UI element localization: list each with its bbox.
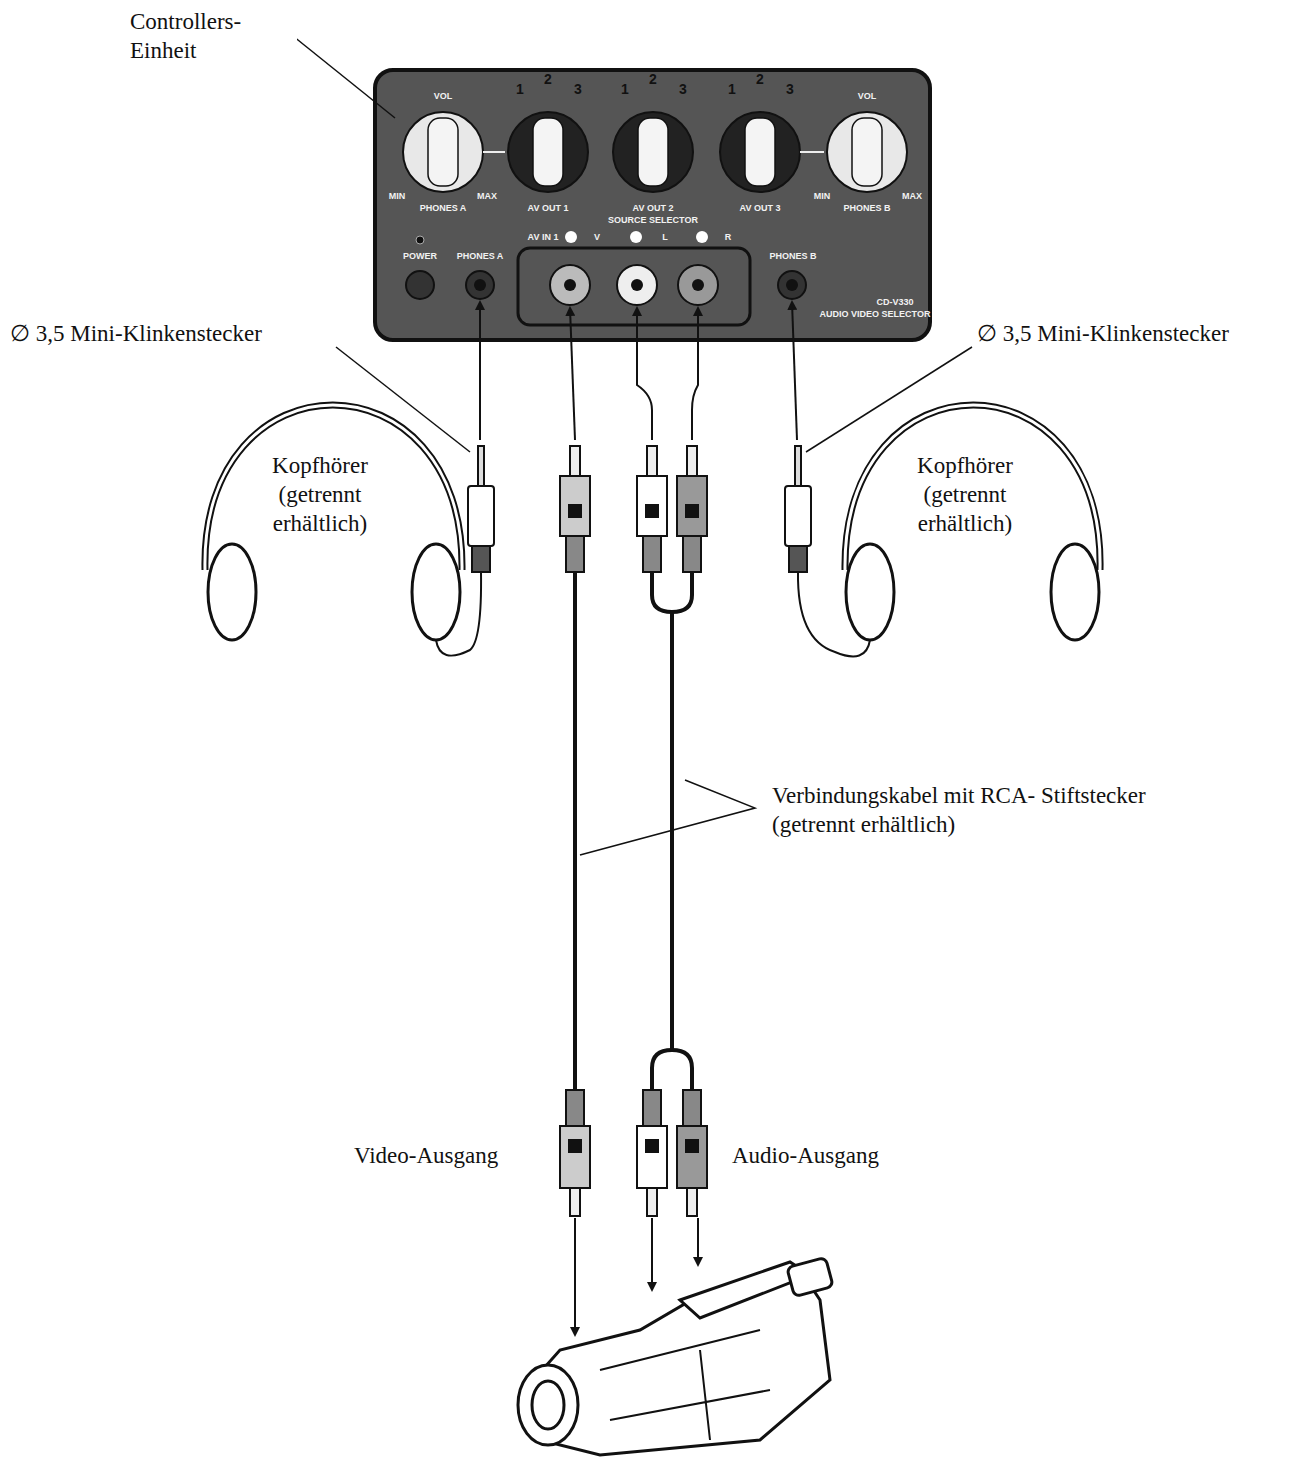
panel-label: MAX xyxy=(902,192,922,201)
panel-label: AV OUT 1 xyxy=(528,204,569,213)
panel-label: 1 xyxy=(728,82,736,96)
panel-label: AUDIO VIDEO SELECTOR xyxy=(820,310,931,319)
panel-label: PHONES A xyxy=(420,204,467,213)
headphones xyxy=(205,405,1100,656)
panel-label: MIN xyxy=(814,192,831,201)
panel-label: AV OUT 3 xyxy=(740,204,781,213)
panel-label: PHONES B xyxy=(843,204,890,213)
panel-label: VOL xyxy=(858,92,877,101)
part-label: ∅ 3,5 Mini-Klinkenstecker xyxy=(975,320,1231,349)
leader-lines xyxy=(288,32,972,855)
part-label: Kopfhörer (getrennt erhältlich) xyxy=(893,452,1037,538)
panel-label: 3 xyxy=(574,82,582,96)
panel-label: AV OUT 2 xyxy=(633,204,674,213)
rca-cables xyxy=(575,572,692,1090)
panel-label: VOL xyxy=(434,92,453,101)
panel-label: 2 xyxy=(649,72,657,86)
camcorder xyxy=(518,1257,833,1455)
panel-label: POWER xyxy=(403,252,437,261)
part-label: Verbindungskabel mit RCA- Stiftstecker (… xyxy=(770,782,1174,840)
panel-label: 1 xyxy=(621,82,629,96)
panel-label: 2 xyxy=(544,72,552,86)
part-label: Audio-Ausgang xyxy=(730,1142,881,1171)
part-label: Controllers- Einheit xyxy=(128,8,297,66)
panel-label: PHONES A xyxy=(457,252,504,261)
panel-label: L xyxy=(662,233,668,242)
rca-plugs xyxy=(560,446,707,1216)
controller-panel: VOL MIN MAX PHONES A 1 2 3 1 2 3 1 2 3 AV OUT 1 AV OUT… xyxy=(375,70,930,340)
panel-label: R xyxy=(725,233,732,242)
panel-label: CD-V330 xyxy=(876,298,913,307)
panel-label: MIN xyxy=(389,192,406,201)
panel-label: PHONES B xyxy=(769,252,816,261)
panel-label: AV IN 1 xyxy=(528,233,559,242)
panel-label: 2 xyxy=(756,72,764,86)
part-label: Video-Ausgang xyxy=(352,1142,500,1171)
panel-label: V xyxy=(594,233,600,242)
panel-label: 1 xyxy=(516,82,524,96)
panel-label: SOURCE SELECTOR xyxy=(608,216,698,225)
mini-jack-plugs xyxy=(468,446,811,572)
panel-label: 3 xyxy=(679,82,687,96)
part-label: ∅ 3,5 Mini-Klinkenstecker xyxy=(8,320,264,349)
plug-arrows xyxy=(480,302,797,1335)
panel-label: MAX xyxy=(477,192,497,201)
panel-label: 3 xyxy=(786,82,794,96)
part-label: Kopfhörer (getrennt erhältlich) xyxy=(248,452,392,538)
controller-unit xyxy=(375,70,930,340)
